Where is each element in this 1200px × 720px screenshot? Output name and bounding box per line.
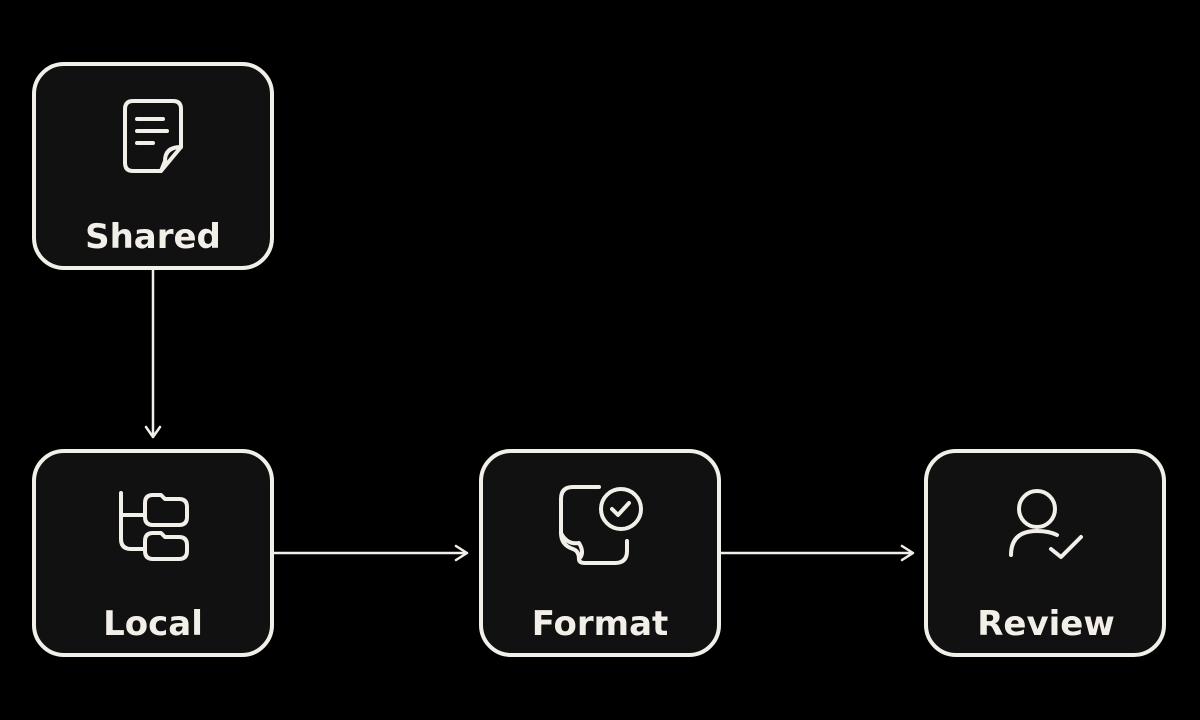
edge-format-to-review [718, 544, 915, 562]
sticker-check-icon [559, 485, 643, 565]
node-shared[interactable]: Shared [32, 62, 274, 270]
node-format[interactable]: Format [479, 449, 721, 657]
folder-tree-icon [119, 491, 189, 561]
node-format-label: Format [532, 604, 669, 644]
edge-shared-to-local [144, 268, 162, 439]
node-review-label: Review [977, 604, 1115, 644]
node-local-box [32, 449, 274, 657]
node-shared-label: Shared [85, 217, 221, 257]
edge-local-to-format [272, 544, 469, 562]
node-local-label: Local [103, 604, 203, 644]
sticky-note-icon [123, 99, 183, 173]
node-local[interactable]: Local [32, 449, 274, 657]
node-shared-box [32, 62, 274, 270]
node-format-box [479, 449, 721, 657]
user-check-icon [1009, 489, 1083, 559]
node-review-box [924, 449, 1166, 657]
node-review[interactable]: Review [924, 449, 1166, 657]
